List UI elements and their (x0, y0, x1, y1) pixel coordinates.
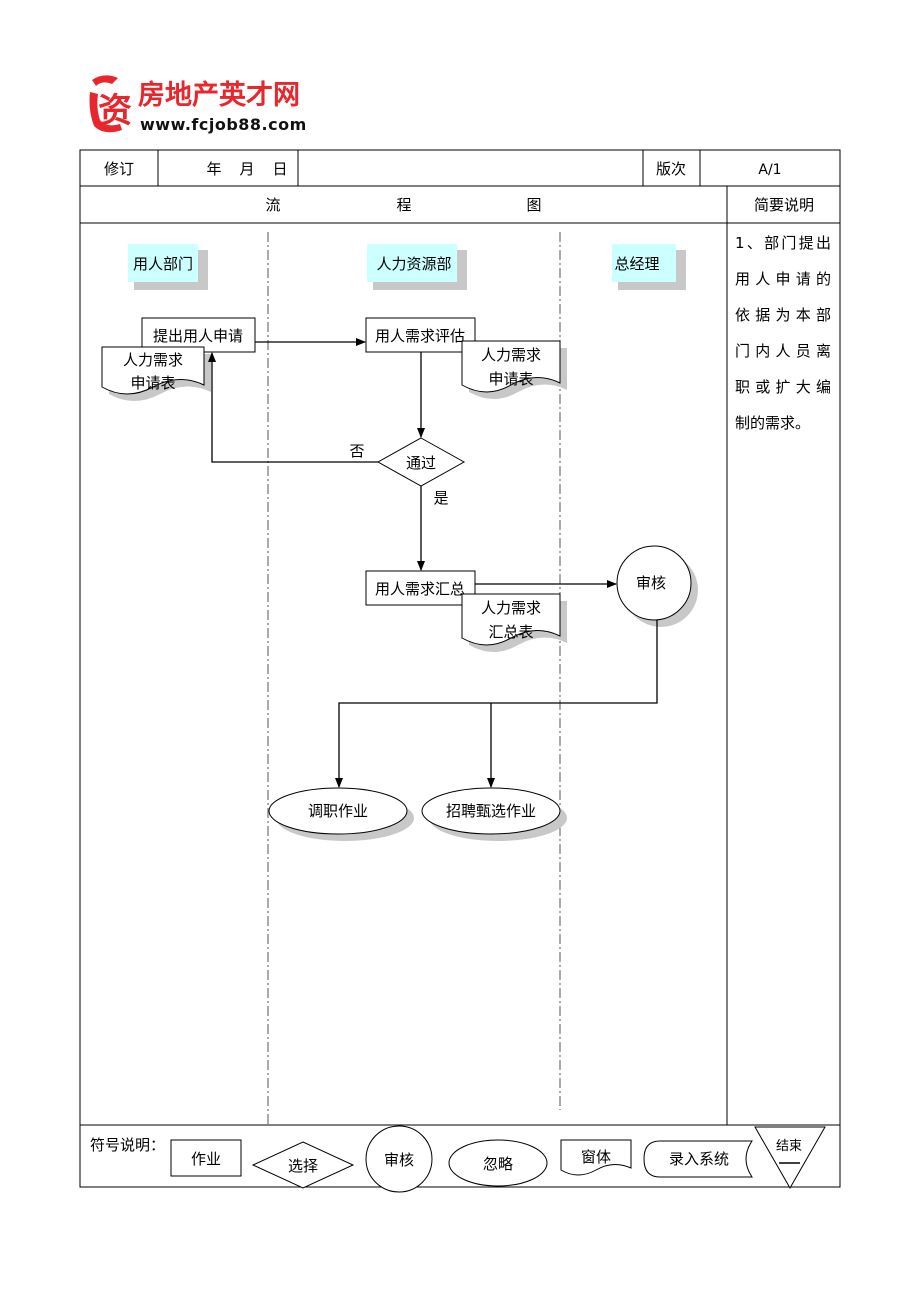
version-value: A/1 (758, 162, 781, 178)
summary-box: 用人需求汇总 (365, 570, 476, 606)
logo-url: www.fcjob88.com (140, 115, 307, 134)
approve-text: 审核 (636, 574, 666, 592)
title-char-1: 流 (265, 196, 280, 214)
legend-form-text: 窗体 (581, 1148, 611, 1166)
note-line-5: 职或扩大编 (735, 378, 831, 396)
submit-request-box: 提出用人申请 (141, 317, 256, 353)
legend-ignore: 忽略 (448, 1139, 548, 1187)
hr-form-doc: 人力需求 申请表 (461, 340, 567, 399)
flow-connectors (208, 338, 658, 788)
notes-text: 1、部门提出 用人申请的 依据为本部 门内人员离 职或扩大编 制的需求。 (735, 234, 831, 432)
legend-operation-text: 作业 (191, 1150, 221, 1168)
arrow-approve-to-transfer (335, 620, 658, 788)
approve-circle: 审核 (616, 545, 698, 627)
recruit-ellipse: 招聘甄选作业 (421, 787, 567, 841)
note-line-6: 制的需求。 (735, 414, 810, 432)
note-line-1: 1、部门提出 (735, 234, 831, 252)
transfer-ellipse: 调职作业 (268, 787, 414, 841)
summary-form-line2: 汇总表 (488, 623, 533, 641)
notes-header: 简要说明 (754, 196, 814, 214)
no-label: 否 (349, 442, 364, 460)
note-line-2: 用人申请的 (735, 270, 831, 288)
legend-review: 审核 (365, 1125, 433, 1193)
version-label: 版次 (656, 160, 686, 178)
lane-label-gm: 总经理 (612, 244, 686, 290)
legend-ignore-text: 忽略 (483, 1155, 513, 1173)
hr-form-line1: 人力需求 (481, 346, 541, 364)
lane-gm-text: 总经理 (614, 255, 659, 273)
evaluate-text: 用人需求评估 (375, 327, 465, 345)
year-label: 年 (206, 160, 221, 178)
legend-system: 录入系统 (643, 1140, 753, 1178)
legend-choice: 选择 (251, 1141, 355, 1189)
transfer-text: 调职作业 (308, 802, 368, 820)
request-form-doc: 人力需求 申请表 (101, 346, 211, 401)
legend-review-text: 审核 (384, 1151, 414, 1169)
lane-label-hr: 人力资源部 (367, 244, 467, 290)
hr-form-line2: 申请表 (488, 370, 533, 388)
arrow-decision-no (208, 352, 378, 463)
note-line-3: 依据为本部 (735, 306, 831, 324)
revise-label: 修订 (104, 160, 134, 178)
yes-label: 是 (433, 489, 448, 507)
summary-form-line1: 人力需求 (481, 599, 541, 617)
logo-mark-icon: 资 (89, 75, 132, 133)
legend-choice-text: 选择 (288, 1157, 318, 1175)
logo-mark-char: 资 (98, 91, 132, 131)
decision-diamond: 通过 (376, 437, 466, 487)
request-form-line2: 申请表 (130, 374, 175, 392)
lane-dept-text: 用人部门 (133, 255, 193, 273)
legend-end-text: 结束 (776, 1139, 802, 1154)
lane-label-dept: 用人部门 (128, 244, 208, 290)
title-char-2: 程 (396, 196, 411, 214)
month-label: 月 (239, 160, 254, 178)
note-line-4: 门内人员离 (735, 342, 831, 360)
logo-brand-name: 房地产英才网 (138, 80, 300, 111)
legend-title: 符号说明： (90, 1136, 165, 1154)
title-char-3: 图 (526, 196, 541, 214)
summary-form-doc: 人力需求 汇总表 (461, 593, 567, 652)
request-form-line1: 人力需求 (123, 351, 183, 369)
day-label: 日 (272, 160, 287, 178)
summary-text: 用人需求汇总 (375, 580, 465, 598)
evaluate-box: 用人需求评估 (365, 317, 476, 353)
decision-text: 通过 (406, 454, 436, 472)
submit-request-text: 提出用人申请 (153, 327, 243, 345)
legend-form: 窗体 (560, 1139, 632, 1176)
legend-system-text: 录入系统 (669, 1150, 729, 1168)
form-table (79, 149, 841, 1188)
lane-hr-text: 人力资源部 (376, 255, 451, 273)
recruit-text: 招聘甄选作业 (446, 802, 536, 820)
fcjob88-logo: 资 房地产英才网 www.fcjob88.com (89, 75, 307, 134)
legend-end: 结束 (754, 1126, 826, 1190)
legend-operation: 作业 (170, 1139, 242, 1177)
